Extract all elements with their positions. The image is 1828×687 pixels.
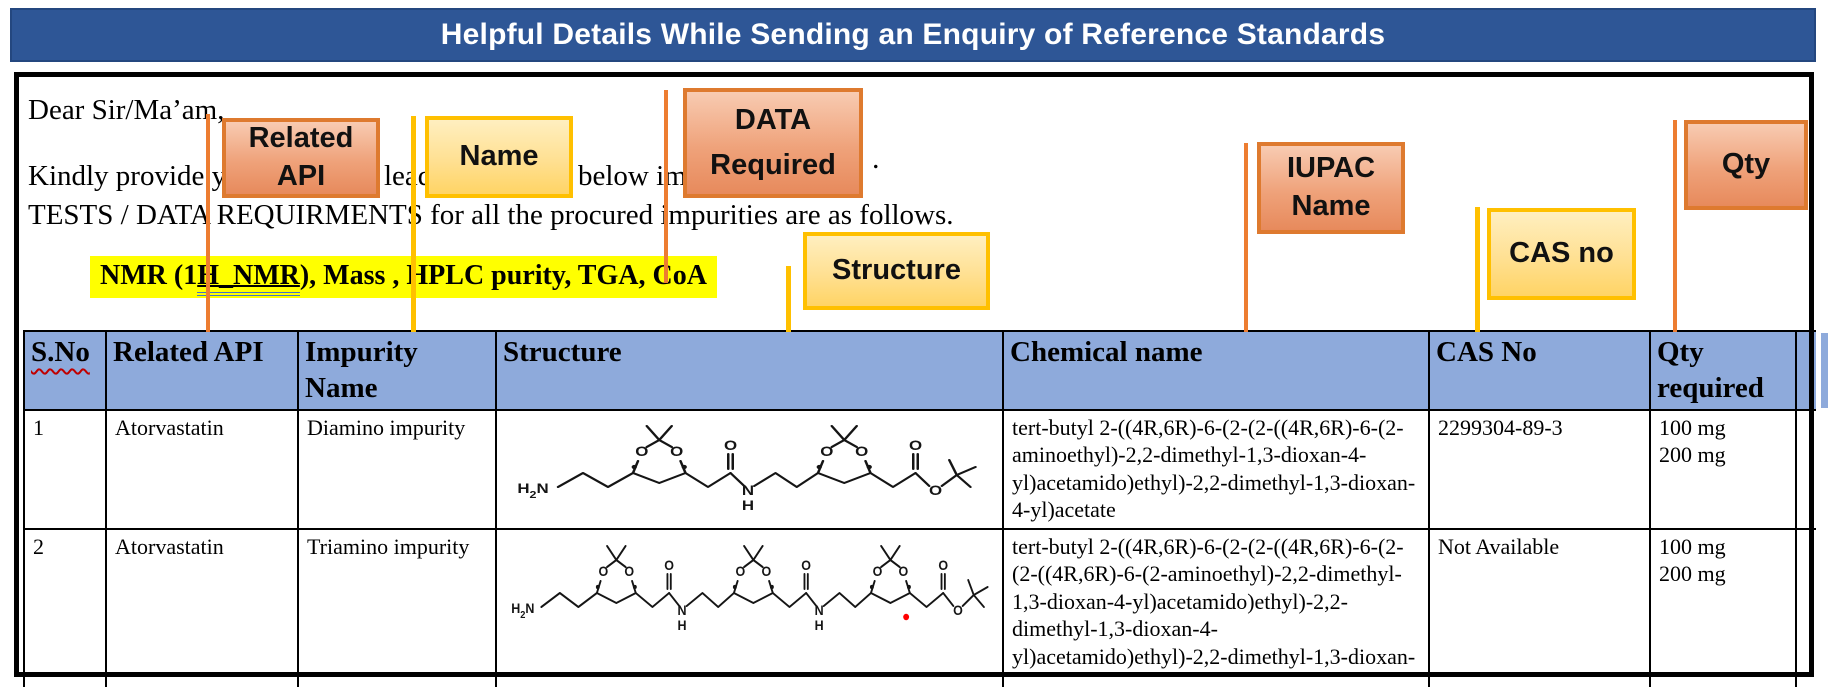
col-header-cas-no: CAS No (1428, 330, 1651, 411)
chemical-structure-row2-image: H2N (511, 544, 989, 634)
chemical-structure-row1-image: O O O N H (517, 424, 977, 515)
svg-text:H2N: H2N (511, 600, 534, 621)
cell-sno: 1 (23, 408, 107, 530)
cell-sno: 2 (23, 527, 107, 672)
request-line-fragment-start: Kindly provide y (28, 160, 227, 192)
callout-qty: Qty (1684, 120, 1808, 210)
highlight-prefix: NMR (1 (100, 260, 198, 291)
highlight-underlined-nmr: H_NMR (197, 260, 300, 296)
col-header-structure: Structure (495, 330, 1004, 411)
cell-related-api: Atorvastatin (105, 527, 299, 672)
col-header-empty (1795, 330, 1816, 411)
table-continuation-sliver (23, 676, 1816, 687)
tests-requirements-text: TESTS / DATA REQUIRMENTS for all the pro… (28, 199, 954, 231)
connector-line-related-api (206, 114, 210, 332)
cell-related-api: Atorvastatin (105, 408, 299, 530)
connector-line-qty (1673, 120, 1677, 332)
title-banner: Helpful Details While Sending an Enquiry… (10, 8, 1816, 62)
svg-text:H2N: H2N (517, 481, 548, 500)
table-header-row: S.No Related API Impurity Name Structure… (23, 330, 1816, 411)
cell-empty (1795, 408, 1816, 530)
clipped-header-column-sliver (1821, 333, 1828, 408)
callout-iupac-name: IUPAC Name (1257, 142, 1405, 234)
qty-line-1: 100 mg (1659, 414, 1726, 440)
callout-name: Name (425, 116, 573, 198)
stray-period-mark: . (872, 142, 880, 175)
request-line-fragment-middle: lead (384, 160, 433, 192)
red-dot-mark (903, 613, 910, 620)
qty-line-1: 100 mg (1659, 533, 1726, 559)
col-header-chemical-name: Chemical name (1002, 330, 1430, 411)
cell-qty-required: 100 mg 200 mg (1649, 408, 1797, 530)
highlighted-data-required-text: NMR (1H_NMR), Mass , HPLC purity, TGA, C… (90, 256, 717, 298)
cell-structure: H2N (495, 527, 1004, 672)
impurity-table: S.No Related API Impurity Name Structure… (23, 330, 1816, 672)
qty-line-2: 200 mg (1659, 561, 1726, 586)
callout-cas-no: CAS no (1487, 208, 1636, 300)
cell-chemical-name: tert-butyl 2-((4R,6R)-6-(2-(2-((4R,6R)-6… (1002, 527, 1430, 672)
cell-empty (1795, 527, 1816, 672)
callout-related-api: Related API (222, 118, 380, 198)
cell-impurity-name: Diamino impurity (297, 408, 497, 530)
table-row: 2 Atorvastatin Triamino impurity H2N (23, 527, 1816, 672)
cell-cas-no: Not Available (1428, 527, 1651, 672)
connector-line-cas-no (1475, 207, 1480, 332)
col-header-related-api: Related API (105, 330, 299, 411)
col-header-sno: S.No (23, 330, 107, 411)
connector-line-data-required (664, 90, 668, 283)
callout-data-required: DATA Required (683, 88, 863, 198)
col-header-impurity-name: Impurity Name (297, 330, 497, 411)
salutation-text: Dear Sir/Ma’am, (28, 94, 225, 126)
cell-structure: O O O N H (495, 408, 1004, 530)
impurity-table-wrapper: S.No Related API Impurity Name Structure… (23, 330, 1816, 672)
connector-line-structure (786, 266, 791, 332)
highlight-suffix: ), Mass , HPLC purity, TGA, CoA (299, 260, 707, 291)
cell-chemical-name: tert-butyl 2-((4R,6R)-6-(2-(2-((4R,6R)-6… (1002, 408, 1430, 530)
qty-line-2: 200 mg (1659, 442, 1726, 467)
callout-structure: Structure (803, 232, 990, 310)
connector-line-name (411, 116, 416, 332)
cell-impurity-name: Triamino impurity (297, 527, 497, 672)
connector-line-iupac-name (1244, 143, 1248, 332)
table-row (23, 676, 1816, 687)
col-header-qty-required: Qty required (1649, 330, 1797, 411)
cell-qty-required: 100 mg 200 mg (1649, 527, 1797, 672)
table-row: 1 Atorvastatin Diamino impurity O O (23, 408, 1816, 530)
cell-cas-no: 2299304-89-3 (1428, 408, 1651, 530)
page-title: Helpful Details While Sending an Enquiry… (440, 18, 1386, 51)
